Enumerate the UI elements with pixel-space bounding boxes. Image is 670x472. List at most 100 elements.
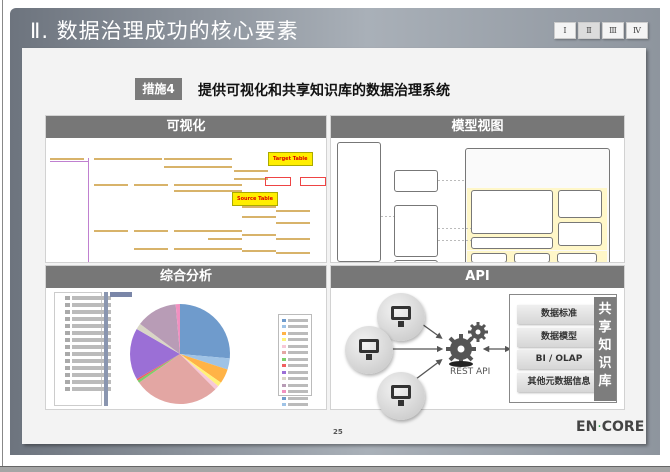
splitter bbox=[104, 292, 108, 406]
lineage-node bbox=[208, 230, 242, 236]
visualization-title: 可视化 bbox=[46, 116, 326, 138]
measure-badge: 措施4 bbox=[135, 78, 182, 100]
entity-box bbox=[557, 253, 597, 262]
legend-entry bbox=[282, 390, 308, 393]
pie-slice bbox=[136, 354, 180, 381]
knowledge-base-label: 共享知识库 bbox=[594, 297, 616, 401]
analysis-screenshot bbox=[46, 288, 326, 409]
logo-right: CORE bbox=[601, 419, 645, 435]
lineage-node bbox=[134, 248, 168, 254]
client-computer bbox=[377, 372, 425, 420]
api-title: API bbox=[331, 266, 624, 288]
entity-box bbox=[394, 205, 438, 257]
entity-box bbox=[471, 237, 553, 249]
legend-entry bbox=[282, 357, 308, 361]
nav-tab-3[interactable]: Ⅲ bbox=[602, 22, 624, 39]
pie-legend bbox=[278, 314, 312, 406]
pie-slice bbox=[180, 354, 230, 370]
lineage-node bbox=[276, 222, 310, 228]
lineage-node bbox=[276, 210, 310, 216]
relation-line bbox=[438, 240, 471, 241]
source-table-callout: Source Table bbox=[232, 192, 278, 206]
kb-item-bi-olap: BI / OLAP bbox=[517, 350, 601, 369]
legend-entry bbox=[282, 344, 308, 348]
bottom-bar bbox=[0, 466, 670, 472]
lineage-node bbox=[94, 158, 128, 164]
legend-entry bbox=[282, 318, 308, 322]
kb-item-other-metadata: 其他元数据信息 bbox=[517, 373, 601, 392]
lineage-node bbox=[276, 238, 310, 244]
lineage-node bbox=[134, 184, 168, 190]
relation-line bbox=[438, 180, 465, 181]
monitor-icon bbox=[391, 385, 411, 399]
legend-entry bbox=[282, 364, 308, 367]
relation-line bbox=[438, 228, 471, 229]
pie-slice bbox=[137, 354, 180, 383]
kb-item-data-standard: 数据标准 bbox=[517, 305, 601, 324]
pie-slice bbox=[180, 304, 230, 359]
lineage-node bbox=[174, 230, 208, 236]
legend-entry bbox=[282, 325, 308, 328]
lineage-node bbox=[234, 178, 268, 184]
encore-logo: EN·CORE bbox=[576, 419, 644, 435]
nav-tab-4[interactable]: Ⅳ bbox=[626, 22, 648, 39]
nav-tab-1[interactable]: Ⅰ bbox=[554, 22, 576, 39]
pie-slice bbox=[136, 323, 180, 354]
pie-slice bbox=[140, 304, 180, 354]
entity-box bbox=[558, 222, 602, 246]
lineage-node bbox=[174, 248, 208, 254]
logo-left: EN bbox=[576, 419, 598, 435]
section-nav: Ⅰ Ⅱ Ⅲ Ⅳ bbox=[554, 22, 648, 39]
entity-box bbox=[558, 190, 602, 218]
model-diagram bbox=[331, 138, 624, 262]
page-number: 25 bbox=[333, 428, 343, 436]
lineage-node bbox=[164, 158, 198, 164]
client-computer bbox=[345, 326, 393, 374]
lineage-node bbox=[242, 216, 276, 222]
lineage-trunk bbox=[88, 158, 89, 262]
lineage-node bbox=[208, 248, 242, 254]
lineage-node bbox=[94, 184, 128, 190]
pie-slice bbox=[130, 329, 180, 379]
legend-entry bbox=[282, 396, 308, 400]
entity-box bbox=[471, 253, 507, 262]
pie-slice bbox=[180, 354, 219, 390]
lineage-node bbox=[50, 158, 84, 164]
monitor-stand bbox=[366, 354, 372, 360]
entity-box bbox=[394, 170, 438, 192]
slide-title: Ⅱ. 数据治理成功的核心要素 bbox=[30, 19, 299, 43]
lineage-node bbox=[164, 166, 198, 172]
lineage-node bbox=[198, 166, 232, 172]
source-highlight bbox=[265, 177, 291, 186]
monitor-stand bbox=[398, 400, 404, 406]
lineage-node bbox=[94, 230, 128, 236]
rest-api-label: REST API bbox=[450, 367, 491, 377]
monitor-icon bbox=[391, 306, 411, 320]
logo-dot: · bbox=[597, 419, 602, 435]
lineage-node bbox=[208, 184, 242, 190]
pie-chart bbox=[130, 304, 230, 404]
lineage-diagram: Target Table Source Table bbox=[46, 138, 326, 262]
model-view-panel: 模型视图 bbox=[330, 115, 625, 263]
pie-slice bbox=[180, 354, 228, 383]
legend-entry bbox=[282, 377, 308, 380]
pie-slice bbox=[175, 304, 180, 354]
page-edge bbox=[2, 0, 3, 466]
entity-box bbox=[394, 260, 438, 262]
lineage-node bbox=[242, 206, 276, 212]
lineage-node bbox=[198, 158, 232, 164]
legend-entry bbox=[282, 338, 308, 341]
view-tab bbox=[110, 292, 132, 297]
legend-entry bbox=[282, 383, 308, 387]
entity-box bbox=[514, 253, 550, 262]
legend-entry bbox=[282, 403, 308, 406]
lineage-node bbox=[242, 250, 276, 256]
lineage-node bbox=[234, 170, 268, 176]
nav-tab-2[interactable]: Ⅱ bbox=[578, 22, 600, 39]
legend-entry bbox=[282, 370, 308, 374]
lineage-node bbox=[128, 158, 162, 164]
lineage-node bbox=[276, 252, 310, 258]
analysis-panel: 综合分析 bbox=[45, 265, 327, 410]
target-table-callout: Target Table bbox=[268, 152, 313, 166]
legend-entry bbox=[282, 331, 308, 335]
